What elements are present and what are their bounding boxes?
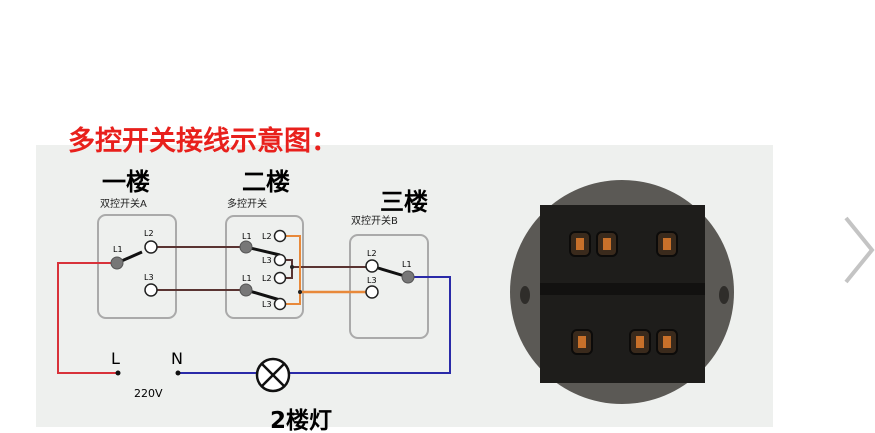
terminal-dot: [110, 256, 124, 270]
terminal-circle: [144, 240, 158, 254]
switch-a-box: [97, 214, 177, 319]
terminal-circle: [365, 259, 379, 273]
chevron-right-icon[interactable]: [844, 216, 875, 284]
terminal-circle: [273, 297, 287, 311]
terminal-label: L1: [242, 274, 252, 283]
neutral-label: N: [171, 349, 183, 368]
terminal-dot: [239, 283, 253, 297]
terminal-circle: [365, 285, 379, 299]
terminal-circle: [273, 229, 287, 243]
live-wire: [57, 262, 118, 374]
live-label: L: [111, 349, 120, 368]
terminal-label: L3: [262, 300, 272, 309]
terminal-label: L3: [144, 273, 154, 282]
terminal-dot: [239, 240, 253, 254]
terminal-circle: [273, 253, 287, 267]
terminal-label: L2: [144, 229, 154, 238]
switch-b-label: 双控开关B: [351, 214, 398, 227]
terminal-circle: [273, 271, 287, 285]
junction-dot: [298, 290, 302, 294]
floor-label-second: 二楼: [242, 168, 290, 196]
terminal-label: L1: [242, 232, 252, 241]
terminal-label: L2: [367, 249, 377, 258]
terminal-circle: [144, 283, 158, 297]
terminal-label: L1: [402, 260, 412, 269]
junction-dot: [290, 265, 294, 269]
bridge-wire-orange: [280, 235, 301, 305]
voltage-label: 220V: [134, 387, 163, 400]
floor-label-first: 一楼: [102, 168, 150, 196]
terminal-label: L2: [262, 274, 272, 283]
switch-b-box: [349, 234, 429, 339]
switch-back-photo: [510, 180, 734, 404]
neutral-terminal: [175, 370, 181, 376]
terminal-label: L2: [262, 232, 272, 241]
terminal-label: L3: [262, 256, 272, 265]
live-terminal: [115, 370, 121, 376]
diagram-title: 多控开关接线示意图：: [68, 125, 338, 157]
lamp-label: 2楼灯: [270, 408, 332, 433]
terminal-dot: [401, 270, 415, 284]
switch-a-label: 双控开关A: [100, 197, 147, 210]
terminal-label: L1: [113, 245, 123, 254]
terminal-label: L3: [367, 276, 377, 285]
switch-multi-label: 多控开关: [227, 197, 267, 210]
floor-label-third: 三楼: [380, 188, 428, 216]
neutral-wire: [178, 276, 451, 374]
lamp-icon: [255, 357, 291, 393]
